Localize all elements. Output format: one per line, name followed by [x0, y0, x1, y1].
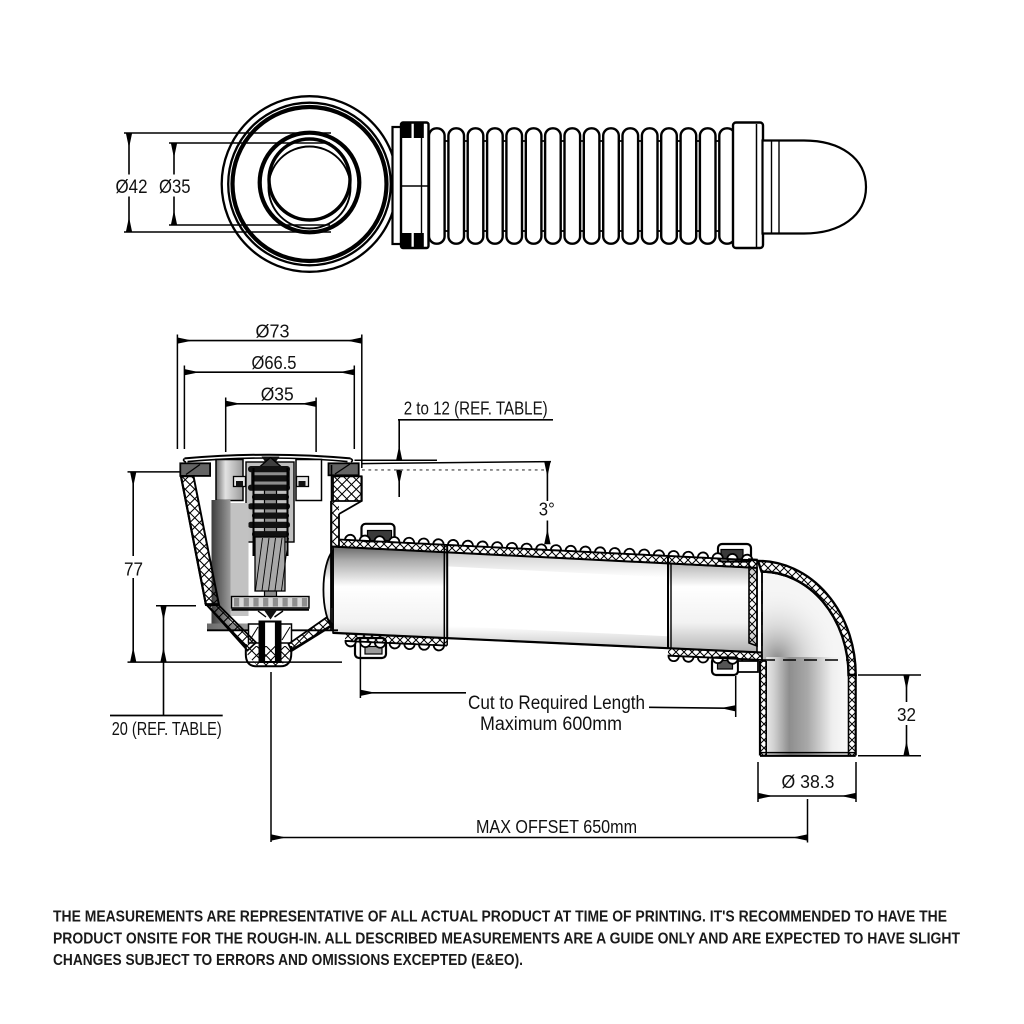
svg-text:THE MEASUREMENTS ARE REPRESENT: THE MEASUREMENTS ARE REPRESENTATIVE OF A…: [53, 909, 947, 926]
svg-text:CHANGES SUBJECT TO ERRORS AND: CHANGES SUBJECT TO ERRORS AND OMISSIONS …: [53, 952, 523, 969]
svg-text:Ø35: Ø35: [159, 177, 191, 198]
svg-text:Ø 38.3: Ø 38.3: [782, 772, 835, 792]
svg-text:3°: 3°: [539, 499, 555, 519]
svg-text:32: 32: [897, 705, 916, 725]
svg-text:20 (REF. TABLE): 20 (REF. TABLE): [112, 719, 222, 739]
svg-text:77: 77: [124, 560, 143, 580]
svg-text:PRODUCT ONSITE FOR THE ROUGH-I: PRODUCT ONSITE FOR THE ROUGH-IN. ALL DES…: [53, 930, 961, 947]
svg-text:Maximum 600mm: Maximum 600mm: [480, 714, 622, 735]
svg-text:MAX OFFSET 650mm: MAX OFFSET 650mm: [476, 817, 637, 837]
svg-text:Ø66.5: Ø66.5: [252, 353, 297, 373]
svg-text:2 to 12 (REF. TABLE): 2 to 12 (REF. TABLE): [404, 398, 548, 418]
svg-text:Ø35: Ø35: [261, 385, 294, 405]
svg-text:Ø73: Ø73: [256, 321, 290, 341]
svg-text:Ø42: Ø42: [116, 177, 148, 198]
svg-text:Cut to Required Length: Cut to Required Length: [468, 693, 645, 714]
